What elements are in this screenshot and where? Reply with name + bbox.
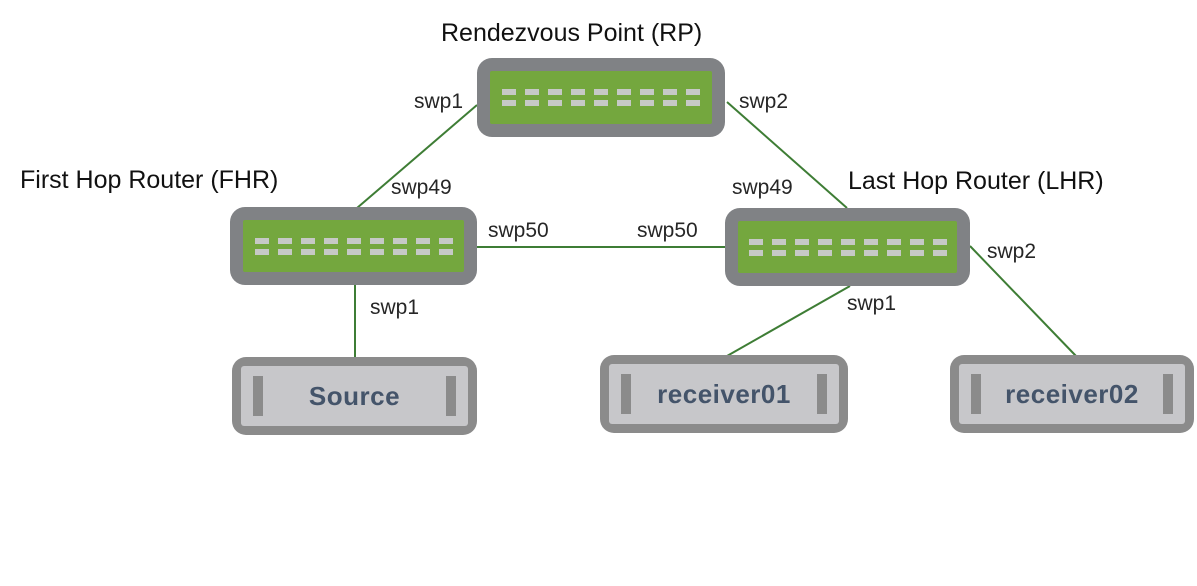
rp-port-swp1-label: swp1 bbox=[413, 90, 463, 113]
fhr-port-row-bottom bbox=[254, 248, 453, 255]
rp-port-swp2-label: swp2 bbox=[739, 90, 789, 113]
receiver01-host-body: receiver01 bbox=[609, 364, 839, 424]
receiver01-right-bar-icon bbox=[817, 374, 827, 414]
fhr-port-swp1-label: swp1 bbox=[370, 296, 420, 319]
link-rp-fhr bbox=[356, 104, 478, 209]
rp-router-node bbox=[477, 58, 725, 137]
fhr-port-swp50-label: swp50 bbox=[488, 219, 549, 242]
receiver02-host-label: receiver02 bbox=[1005, 378, 1139, 409]
fhr-switch-faceplate bbox=[243, 220, 464, 272]
receiver02-left-bar-icon bbox=[971, 374, 981, 414]
receiver01-left-bar-icon bbox=[621, 374, 631, 414]
rp-port-row-bottom bbox=[502, 100, 700, 106]
link-lhr-receiver02 bbox=[969, 245, 1077, 357]
lhr-port-swp2-label: swp2 bbox=[987, 240, 1037, 263]
lhr-port-row-top bbox=[748, 238, 947, 245]
lhr-port-swp49-label: swp49 bbox=[732, 176, 793, 199]
source-host-body: Source bbox=[241, 366, 468, 426]
lhr-port-swp1-label: swp1 bbox=[847, 292, 897, 315]
lhr-port-swp50-label: swp50 bbox=[637, 219, 698, 242]
receiver02-host-node: receiver02 bbox=[950, 355, 1194, 433]
link-rp-lhr bbox=[726, 101, 848, 209]
receiver01-host-label: receiver01 bbox=[657, 378, 791, 409]
fhr-port-swp49-label: swp49 bbox=[391, 176, 452, 199]
source-host-label: Source bbox=[308, 380, 401, 411]
fhr-title: First Hop Router (FHR) bbox=[20, 166, 279, 194]
receiver01-host-node: receiver01 bbox=[600, 355, 848, 433]
source-left-bar-icon bbox=[253, 376, 263, 416]
lhr-switch-faceplate bbox=[738, 221, 957, 273]
source-right-bar-icon bbox=[446, 376, 456, 416]
lhr-router-node bbox=[725, 208, 970, 286]
fhr-port-row-top bbox=[254, 237, 453, 244]
rp-title: Rendezvous Point (RP) bbox=[441, 19, 703, 47]
link-lhr-receiver01 bbox=[726, 285, 851, 357]
rp-port-row-top bbox=[502, 89, 700, 95]
source-host-node: Source bbox=[232, 357, 477, 435]
lhr-title: Last Hop Router (LHR) bbox=[848, 167, 1104, 195]
receiver02-right-bar-icon bbox=[1163, 374, 1173, 414]
receiver02-host-body: receiver02 bbox=[959, 364, 1185, 424]
lhr-port-row-bottom bbox=[748, 249, 947, 256]
rp-switch-faceplate bbox=[490, 71, 712, 124]
fhr-router-node bbox=[230, 207, 477, 285]
